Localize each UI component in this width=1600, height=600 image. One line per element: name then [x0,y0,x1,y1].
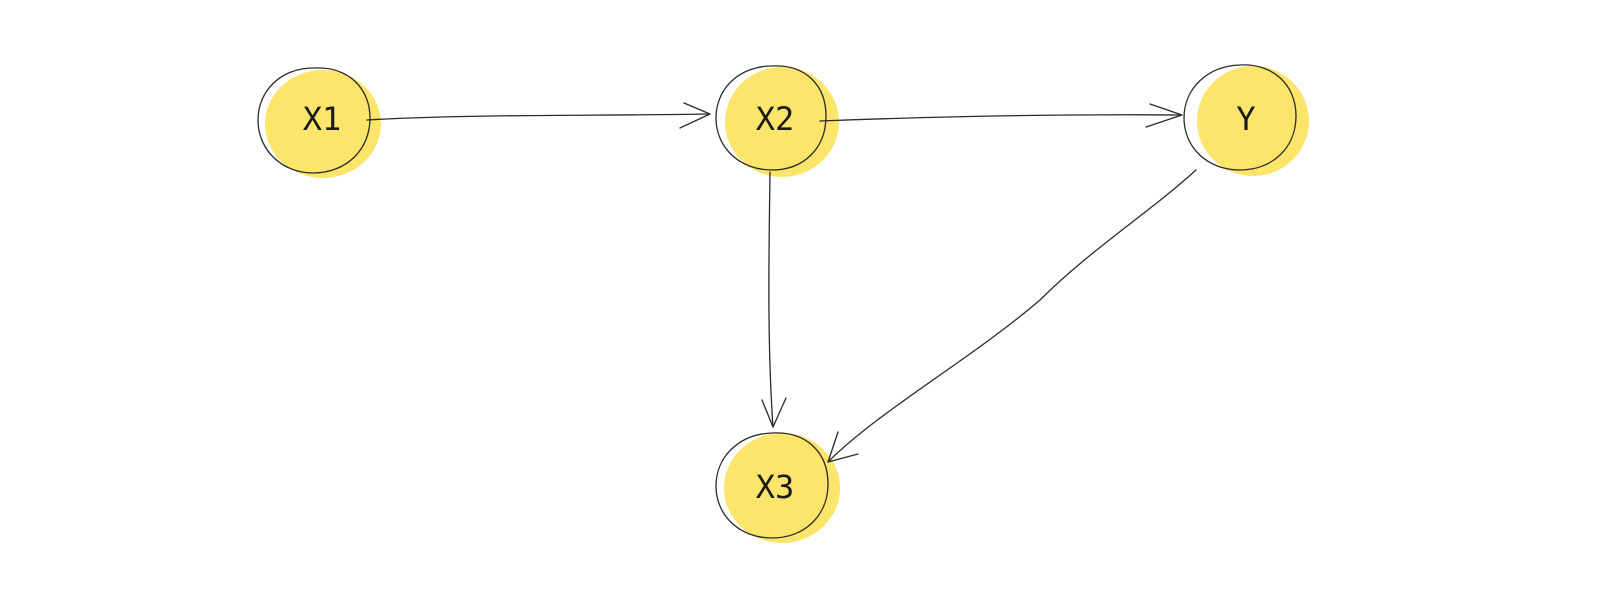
node-y-fill [1197,66,1309,176]
node-x1-label: X1 [303,100,342,138]
node-x2-label: X2 [756,100,795,138]
node-x1-outline [257,67,371,174]
node-x1: X1 [257,67,381,178]
node-y-outline [1183,64,1297,171]
node-x2: X2 [715,65,839,177]
edge-x2-x3-line [768,171,774,428]
node-x2-fill [725,67,839,177]
node-x3-outline [715,432,829,539]
edge-y-x3-arrowhead [827,431,859,463]
edge-x2-x3 [761,171,787,428]
edge-x2-y-arrowhead [1145,103,1183,128]
edge-x2-y [819,103,1183,128]
edge-x1-x2-arrowhead [679,102,711,129]
node-x3-label: X3 [756,468,795,506]
node-x1-fill [265,70,381,178]
node-y-label: Y [1236,100,1255,138]
node-x2-outline [715,65,827,171]
edge-x2-y-line [819,114,1181,122]
edge-x2-x3-arrowhead [761,397,787,428]
node-y: Y [1183,64,1309,176]
edge-y-x3 [827,169,1197,463]
edge-x1-x2-line [366,113,709,121]
node-x3-fill [724,433,840,543]
edge-x1-x2 [366,102,711,129]
edge-y-x3-line [827,169,1197,463]
node-x3: X3 [715,432,840,543]
